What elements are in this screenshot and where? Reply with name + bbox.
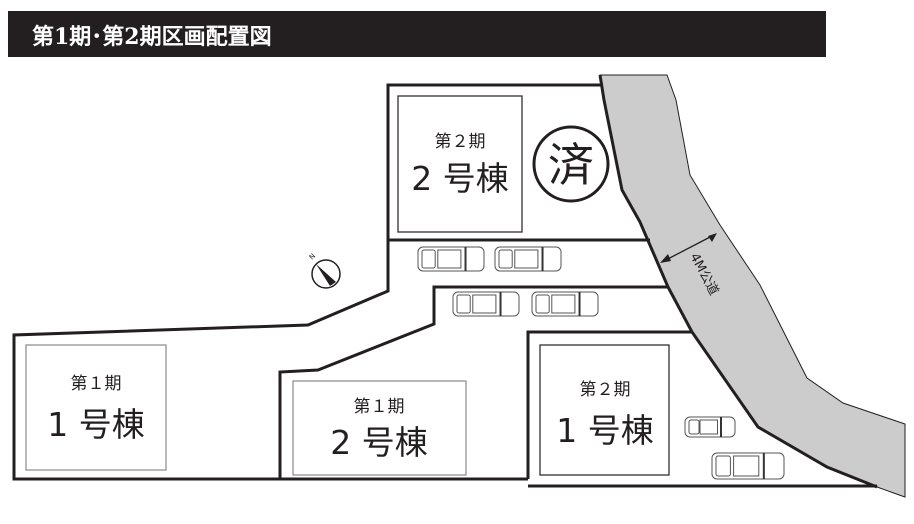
title-bar: 第1期･第2期区画配置図 — [8, 11, 826, 57]
sold-stamp: 済 — [532, 125, 610, 203]
lot-building-label: 2 号棟 — [330, 423, 428, 462]
lot-phase1-building1 — [12, 240, 390, 481]
parked-car-icon — [452, 291, 520, 317]
page-title: 第1期･第2期区画配置図 — [32, 24, 272, 50]
lot-phase1-building2 — [278, 285, 668, 479]
sold-stamp-text: 済 — [548, 138, 594, 192]
lot-phase-label: 第１期 — [354, 397, 405, 417]
lot-phase-label: 第１期 — [71, 374, 122, 394]
lot-phase2-building1 — [526, 330, 877, 488]
parked-car-icon — [684, 416, 736, 438]
lot-building-label: 1 号棟 — [47, 405, 145, 444]
lot-phase2-building2 — [386, 83, 603, 240]
parked-car-icon — [711, 452, 785, 480]
parked-car-icon — [531, 291, 599, 317]
lot-building-label: 2 号棟 — [411, 159, 509, 198]
north-compass-icon: N — [308, 252, 341, 289]
building-footprint — [292, 380, 467, 476]
road-width-dimension — [660, 233, 717, 263]
compass-north-label: N — [308, 252, 317, 261]
parked-car-icon — [494, 246, 562, 272]
building-footprint — [539, 344, 670, 476]
lot-phase-label: 第２期 — [580, 380, 631, 400]
building-footprint — [25, 344, 167, 471]
lot-building-label: 1 号棟 — [556, 411, 654, 450]
lot-phase-label: 第２期 — [435, 132, 486, 152]
parked-car-icon — [417, 246, 485, 272]
building-footprint — [397, 95, 523, 233]
